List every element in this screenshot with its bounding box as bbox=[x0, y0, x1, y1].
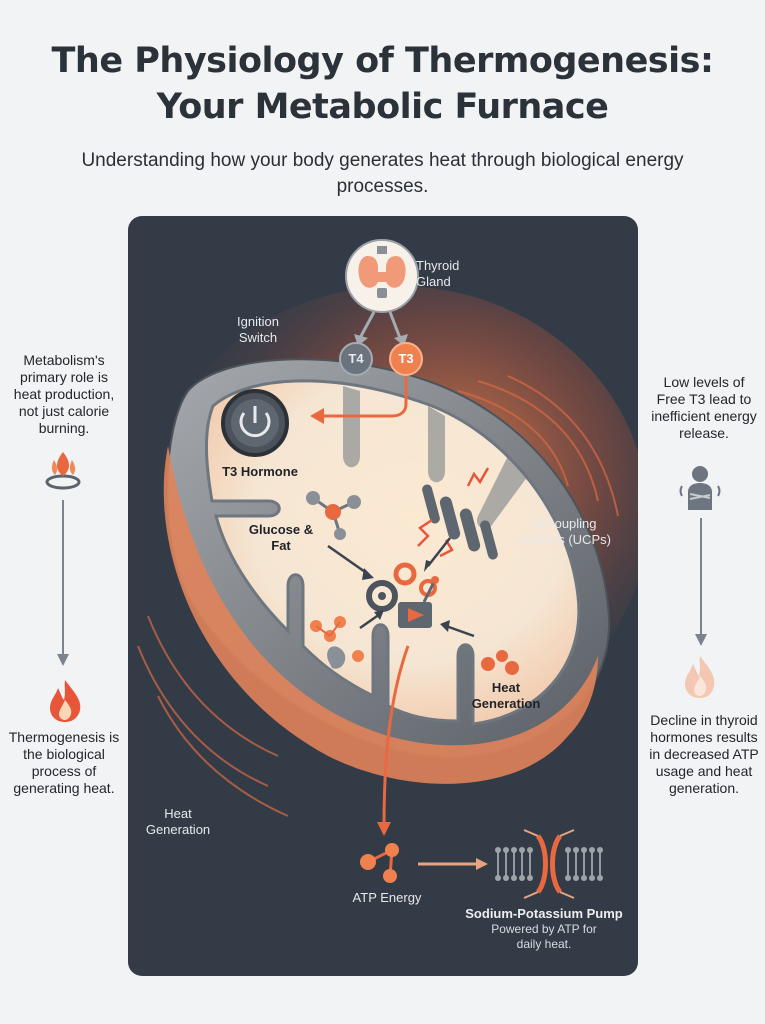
t4-badge bbox=[339, 342, 373, 376]
glucose-molecule-icon bbox=[306, 491, 361, 540]
heat-release-arrows bbox=[417, 467, 490, 558]
crista-2 bbox=[428, 406, 445, 483]
atp-synthase-machine-icon bbox=[398, 576, 439, 628]
t3-badge bbox=[389, 342, 423, 376]
stove-flame-icon bbox=[45, 452, 81, 490]
right-down-arrow bbox=[695, 518, 707, 646]
fading-flame-icon bbox=[685, 656, 715, 698]
atp-energy-label: ATP Energy bbox=[352, 890, 422, 905]
heat-particles-icon bbox=[481, 650, 519, 675]
title-line-1: The Physiology of Thermogenesis: bbox=[51, 41, 714, 81]
atp-molecule-icon bbox=[360, 843, 399, 883]
page-subtitle: Understanding how your body generates he… bbox=[81, 150, 684, 197]
crista-1 bbox=[343, 386, 360, 468]
left-down-arrow bbox=[57, 500, 69, 666]
thermogenesis-definition-text: Thermogenesis is the biological process … bbox=[8, 729, 120, 796]
thyroid-gland-label: Thyroid Gland bbox=[416, 258, 460, 289]
mitochondria-diagram bbox=[137, 239, 638, 899]
heat-swirl-lines bbox=[137, 375, 619, 817]
metabolism-role-text: Metabolism's primary role is heat produc… bbox=[13, 352, 115, 436]
mitochondria-panel: Thyroid Gland Ignition Switch T4 T3 T3 H… bbox=[128, 216, 638, 976]
t3-to-switch-arrow bbox=[322, 376, 408, 418]
t3-badge-label: T3 bbox=[398, 351, 414, 366]
fire-icon bbox=[50, 680, 81, 722]
thyroid-decline-text: Decline in thyroid hormones results in d… bbox=[649, 712, 759, 796]
sodium-potassium-pump-icon bbox=[495, 829, 603, 899]
title-line-2: Your Metabolic Furnace bbox=[156, 87, 609, 127]
pump-subtitle-label: Powered by ATP for daily heat. bbox=[491, 922, 597, 951]
small-molecule-icon bbox=[310, 616, 364, 662]
low-t3-text: Low levels of Free T3 lead to inefficien… bbox=[651, 374, 757, 441]
crista-3 bbox=[476, 456, 528, 529]
glucose-fat-label: Glucose & Fat bbox=[248, 522, 314, 553]
thyroid-gland-icon bbox=[358, 246, 406, 298]
pump-title-label: Sodium-Potassium Pump bbox=[465, 906, 623, 921]
gears-icon bbox=[366, 562, 437, 612]
membrane-rim bbox=[163, 446, 598, 784]
shivering-person-icon bbox=[679, 466, 721, 510]
uncoupling-proteins-label: Uncoupling Proteins (UCPs) bbox=[517, 516, 611, 547]
t3-hormone-label: T3 Hormone bbox=[222, 464, 298, 479]
enzyme-icon bbox=[327, 646, 346, 669]
page-title: The Physiology of Thermogenesis: Your Me… bbox=[0, 38, 765, 130]
uncoupling-protein-icon bbox=[422, 484, 498, 560]
heat-generation-inner-label: Heat Generation bbox=[471, 680, 541, 711]
atp-down-arrow bbox=[382, 645, 410, 827]
t4-badge-label: T4 bbox=[348, 351, 364, 366]
ignition-switch-label: Ignition Switch bbox=[237, 314, 279, 345]
heat-generation-outer-label: Heat Generation bbox=[145, 806, 211, 837]
